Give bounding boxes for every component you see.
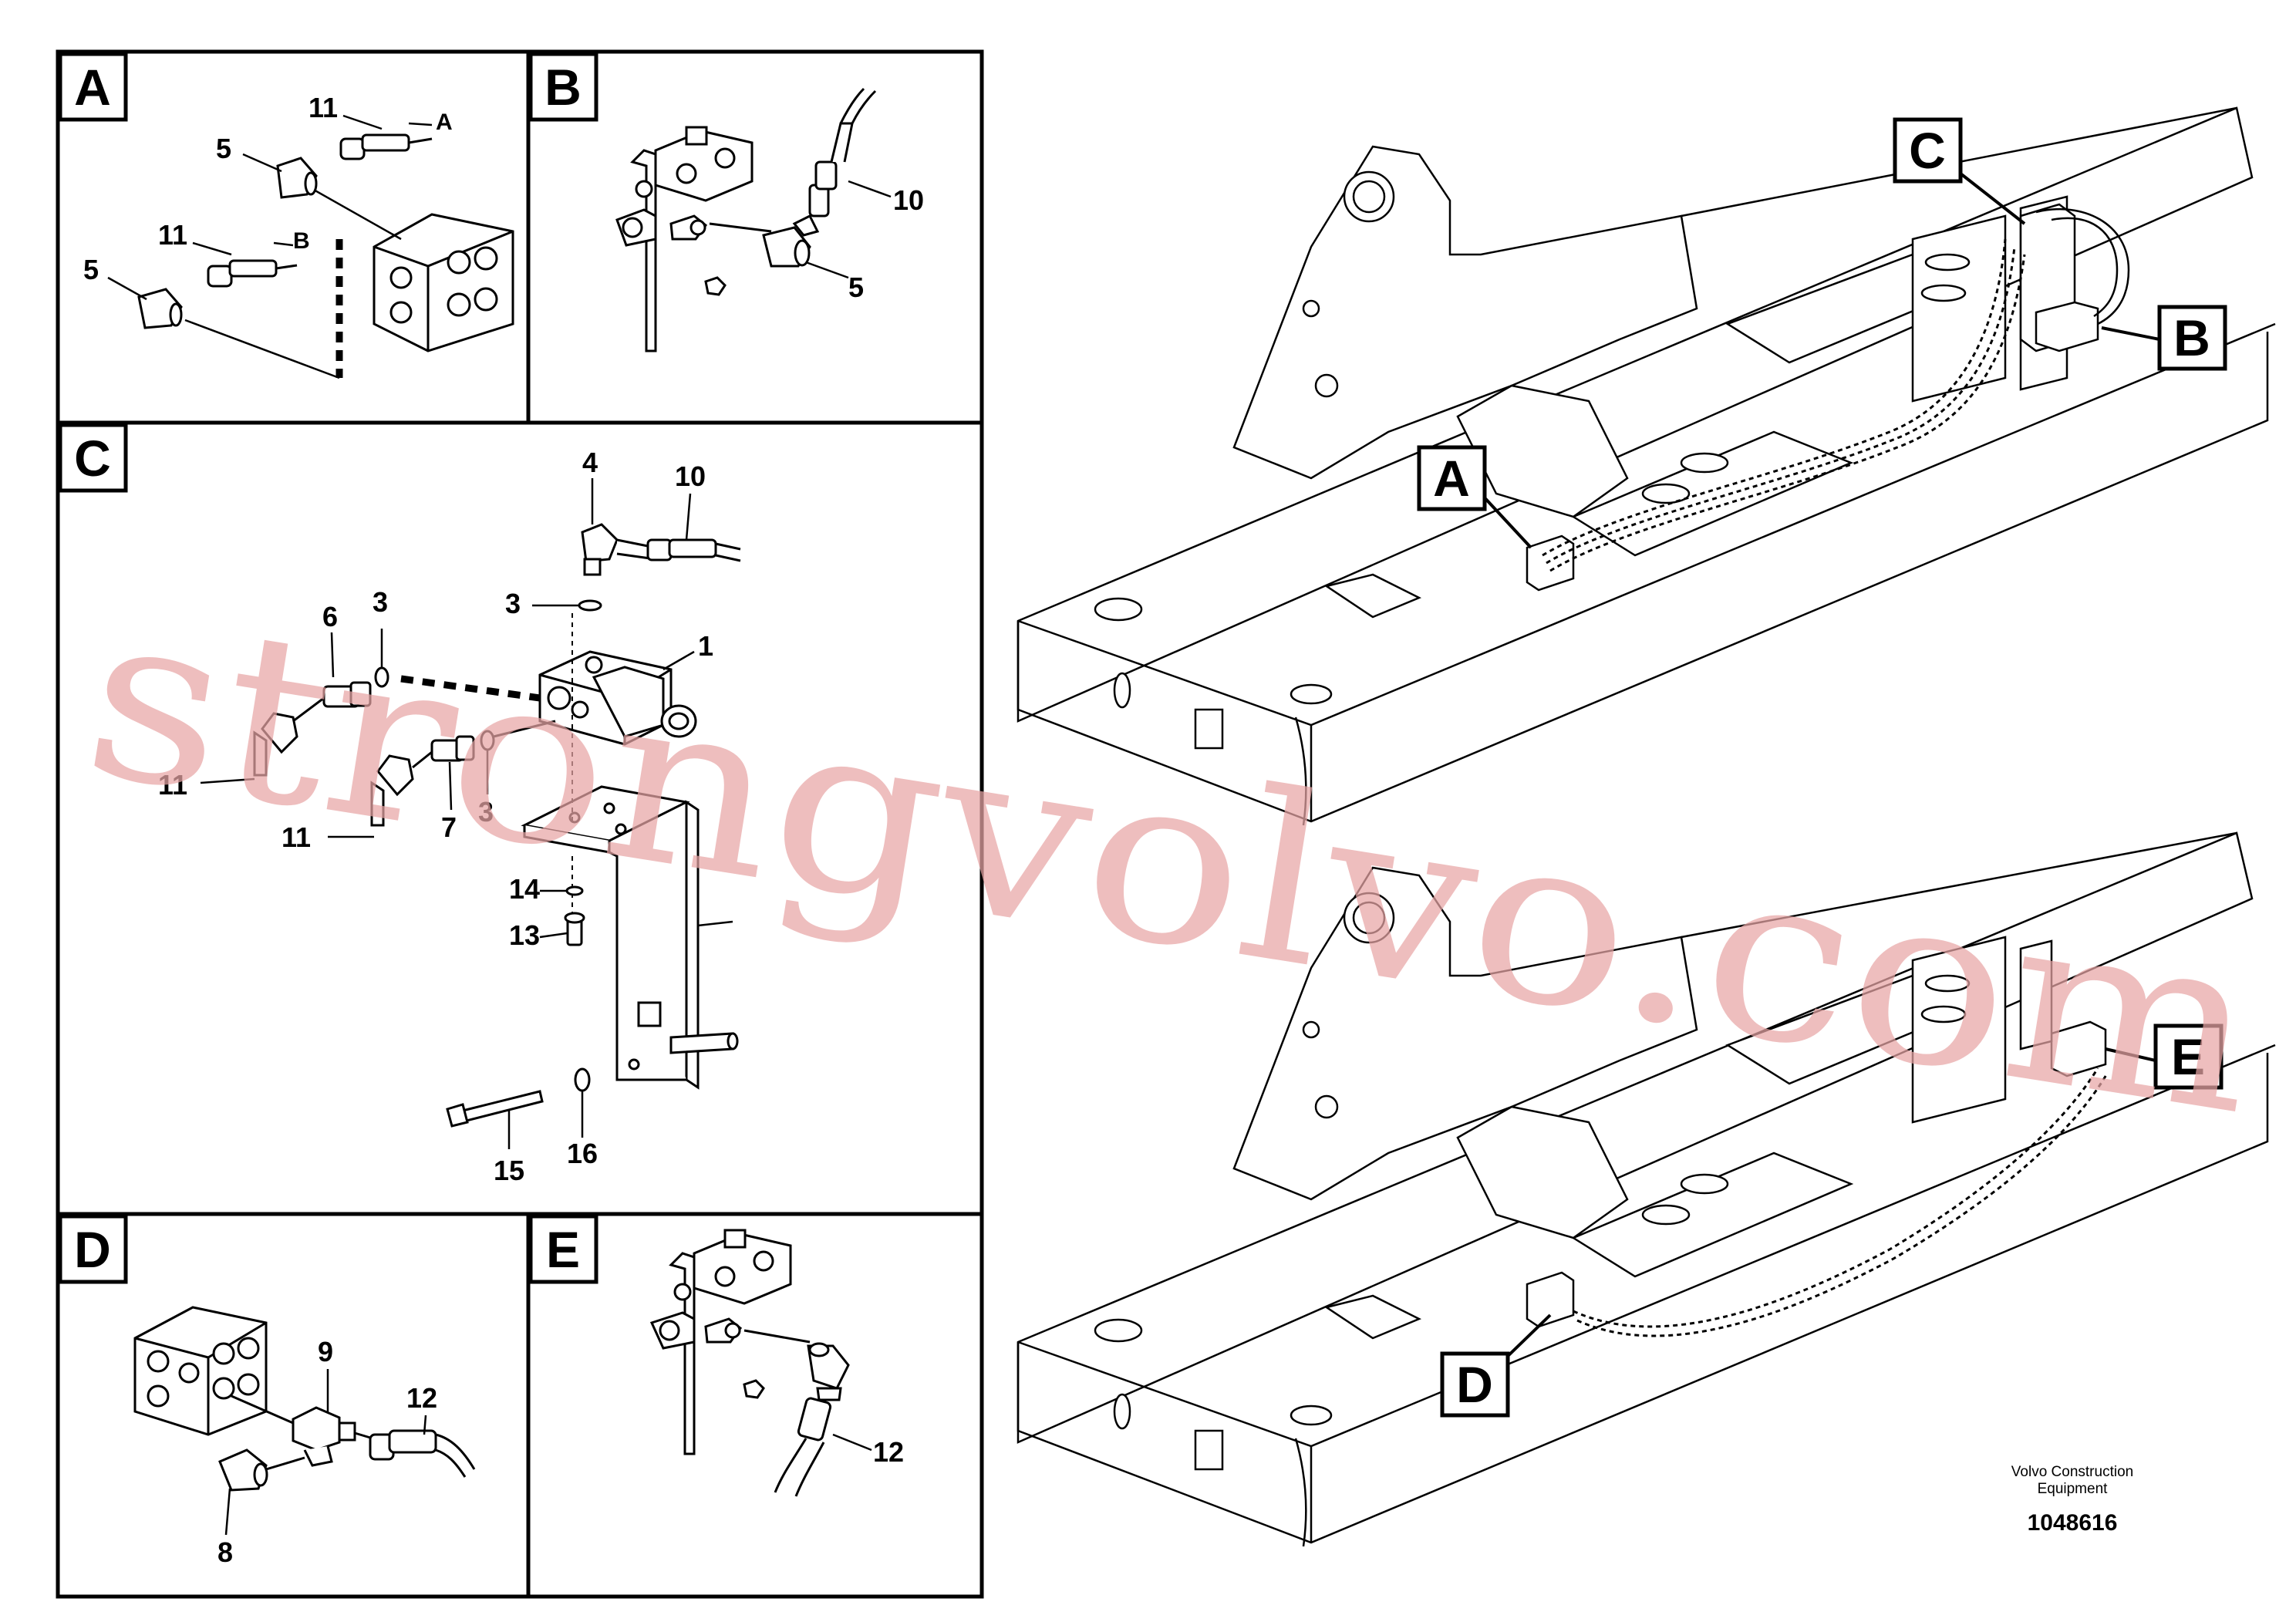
fitting-6-elbow-11 xyxy=(253,666,389,777)
overview-top-hoses xyxy=(1542,238,2026,572)
callout: 5 xyxy=(216,133,231,164)
callout: 8 xyxy=(217,1536,233,1568)
panel-a-letter: A xyxy=(74,59,111,116)
overview-markers: C B A E D xyxy=(1417,117,2227,1418)
callout: 11 xyxy=(158,769,187,801)
detail-panels xyxy=(56,49,984,1599)
marker-e: E xyxy=(2171,1028,2205,1085)
callout: 5 xyxy=(848,271,864,303)
callout: 6 xyxy=(322,601,338,632)
elbow-8 xyxy=(218,1448,305,1492)
callout: 10 xyxy=(675,460,706,492)
panel-a: A xyxy=(58,52,514,379)
panel-d-letter: D xyxy=(74,1221,111,1278)
overview-top xyxy=(1017,106,2276,826)
elbow-hose-12-e xyxy=(743,1329,850,1497)
marker-d: D xyxy=(1456,1356,1493,1413)
panel-b-letter: B xyxy=(544,59,582,116)
callout: 15 xyxy=(494,1155,524,1186)
marker-b: B xyxy=(2173,309,2210,366)
marker-a: A xyxy=(1433,450,1470,507)
marker-c: C xyxy=(1909,122,1946,179)
bracket-and-block-e xyxy=(649,1229,792,1455)
bracket-and-block xyxy=(615,126,754,352)
callout: 1 xyxy=(698,630,713,662)
callout: 16 xyxy=(567,1138,598,1169)
panel-b: B 1 xyxy=(528,52,924,352)
elbow-4-hose-10 xyxy=(578,523,741,612)
callout: 10 xyxy=(893,184,924,216)
callout: 7 xyxy=(441,811,457,843)
panel-d: D xyxy=(58,1214,476,1568)
callout: 11 xyxy=(282,821,311,853)
mounting-bracket xyxy=(521,785,739,1090)
callout: 13 xyxy=(509,919,540,951)
credit-company: Volvo Construction Equipment xyxy=(2011,1464,2134,1497)
fitting-5-lower xyxy=(137,288,183,329)
fitting-5-upper xyxy=(276,157,318,199)
tee-fitting-9 xyxy=(231,1394,386,1467)
panel-c-letter: C xyxy=(74,430,111,487)
callout: 11 xyxy=(308,92,338,123)
panel-e: E 12 xyxy=(528,1214,904,1497)
callout: 3 xyxy=(505,588,521,619)
drawing-number: 1048616 xyxy=(2027,1510,2118,1536)
elbow-fitting-5 xyxy=(709,214,820,268)
callout: 3 xyxy=(373,586,388,618)
hose-end-11-upper xyxy=(339,133,433,160)
callout: 11 xyxy=(158,219,187,251)
valve-block xyxy=(373,213,514,352)
callout: 4 xyxy=(582,447,598,478)
callout: 12 xyxy=(406,1382,437,1414)
overview-bottom xyxy=(1017,831,2276,1547)
callout: 14 xyxy=(509,873,540,905)
solenoid-valve-1 xyxy=(538,650,697,746)
overview-bottom-hoses xyxy=(1573,1067,2109,1337)
callout: 9 xyxy=(318,1336,333,1367)
callout: 5 xyxy=(83,254,99,285)
callout: A xyxy=(436,110,453,135)
panel-c: C xyxy=(58,423,741,1186)
screw-13-washer-14 xyxy=(564,885,585,946)
fitting-7-elbow-11 xyxy=(370,720,556,827)
callout: 3 xyxy=(478,796,494,828)
hose-end-11-lower xyxy=(207,259,298,288)
panel-e-letter: E xyxy=(546,1221,580,1278)
callout: 12 xyxy=(873,1436,904,1468)
hose-10 xyxy=(808,87,877,218)
hose-12-d xyxy=(369,1429,476,1478)
bolt-15-washer-16 xyxy=(446,1058,640,1128)
valve-block-d xyxy=(133,1306,268,1436)
callout: B xyxy=(293,228,310,254)
